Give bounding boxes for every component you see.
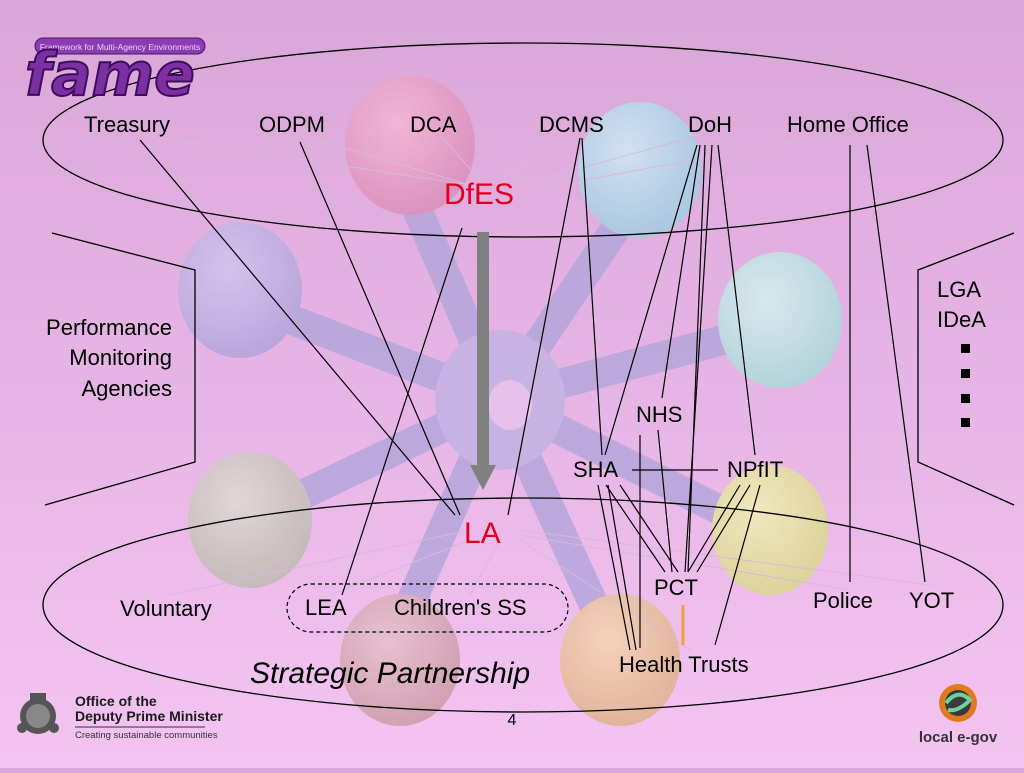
home-office-label: Home Office [787, 112, 909, 137]
odpm-line1: Office of the [75, 693, 157, 709]
faint-connectors [139, 134, 931, 651]
local-egov-logo: local e-gov [919, 684, 998, 746]
la-label: LA [464, 517, 501, 550]
odpm-logo: Office of the Deputy Prime Minister Crea… [17, 693, 223, 741]
fame-logo: Framework for Multi-Agency Environments … [24, 37, 206, 111]
dfes-to-la-arrow [470, 232, 496, 490]
childrens-ss-label: Children's SS [394, 595, 527, 620]
npfit-label: NPfIT [727, 457, 783, 482]
ellipsis-bullets [961, 344, 970, 427]
sha-label: SHA [573, 457, 619, 482]
left-bracket [44, 232, 196, 506]
yot-label: YOT [909, 588, 954, 613]
idea-label: IDeA [937, 307, 986, 332]
lga-label: LGA [937, 277, 981, 302]
fame-tagline: Framework for Multi-Agency Environments [40, 42, 201, 52]
strategic-partnership-label: Strategic Partnership [250, 657, 530, 690]
voluntary-label: Voluntary [120, 596, 212, 621]
e-globe-icon [939, 684, 977, 722]
performance-label-line1: Performance [46, 315, 172, 340]
odpm-line2: Deputy Prime Minister [75, 708, 223, 724]
police-label: Police [813, 588, 873, 613]
performance-label-line3: Agencies [81, 376, 172, 401]
local-egov-text: local e-gov [919, 729, 998, 746]
government-ellipse [42, 42, 1004, 238]
dcms-label: DCMS [539, 112, 604, 137]
odpm-label: ODPM [259, 112, 325, 137]
health-trusts-label: Health Trusts [619, 652, 749, 677]
fame-wordmark: fame [25, 40, 195, 110]
nhs-label: NHS [636, 402, 682, 427]
partnership-ellipse [42, 497, 1004, 713]
odpm-tagline: Creating sustainable communities [75, 730, 218, 741]
treasury-label: Treasury [84, 112, 170, 137]
performance-label-line2: Monitoring [69, 345, 172, 370]
molecule-background [178, 75, 842, 726]
royal-crest-icon [17, 693, 59, 734]
slide-number: 4 [508, 712, 517, 729]
dca-label: DCA [410, 112, 457, 137]
pct-label: PCT [654, 575, 698, 600]
dfes-label: DfES [444, 178, 514, 211]
doh-label: DoH [688, 112, 732, 137]
relationship-lines [139, 137, 926, 651]
lea-label: LEA [305, 595, 347, 620]
right-bracket [917, 232, 1015, 506]
